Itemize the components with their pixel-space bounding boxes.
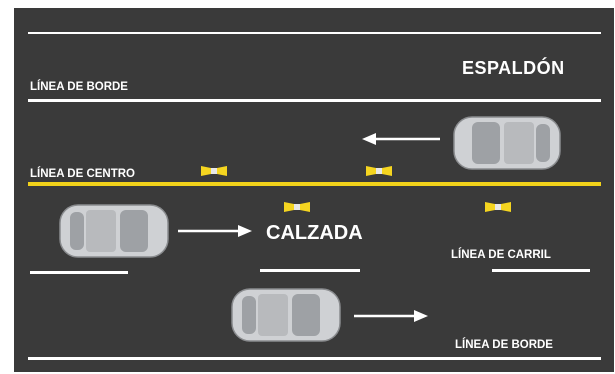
label-linea-borde-bottom: LÍNEA DE BORDE <box>455 339 553 351</box>
label-linea-borde-top: LÍNEA DE BORDE <box>30 81 128 93</box>
road-marker-icon <box>201 166 227 176</box>
edge-line-bottom <box>28 357 601 360</box>
road-marker-icon <box>366 166 392 176</box>
label-linea-carril: LÍNEA DE CARRIL <box>451 249 551 261</box>
arrow-left-icon <box>362 133 440 145</box>
road-diagram: ESPALDÓN LÍNEA DE BORDE LÍNEA DE CENTRO <box>14 8 614 372</box>
arrow-right-icon <box>354 310 428 322</box>
label-espaldon: ESPALDÓN <box>462 58 565 78</box>
arrow-right-icon <box>178 225 252 237</box>
lane-dash <box>260 269 360 272</box>
lane-dash <box>30 271 128 274</box>
car-icon <box>59 204 169 258</box>
top-edge-line <box>28 32 601 34</box>
label-calzada: CALZADA <box>266 222 363 244</box>
road-marker-icon <box>284 202 310 212</box>
car-icon <box>453 116 561 170</box>
label-linea-centro: LÍNEA DE CENTRO <box>30 168 135 180</box>
center-line <box>28 182 601 186</box>
lane-dash <box>492 269 590 272</box>
car-icon <box>231 288 341 342</box>
edge-line-top <box>28 99 601 102</box>
road-marker-icon <box>485 202 511 212</box>
